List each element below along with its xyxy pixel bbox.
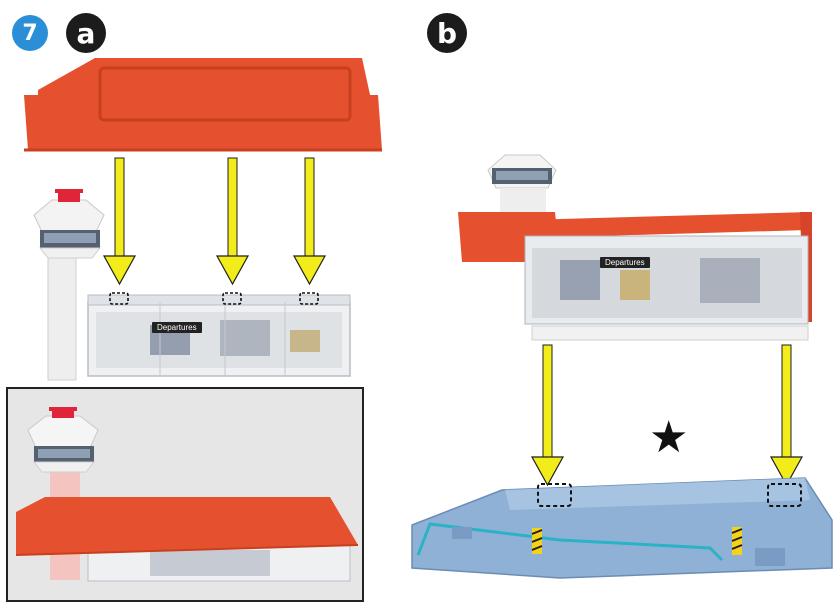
- roof-piece-a: [24, 58, 382, 152]
- stud-marker: [537, 483, 572, 507]
- arrow-down-icon: [292, 255, 327, 286]
- stud-marker: [299, 292, 319, 305]
- arrow-down-icon: [102, 255, 137, 286]
- arrow-down-icon: [530, 456, 565, 487]
- arrows-panel-b: [530, 344, 804, 487]
- control-tower-a: [33, 189, 105, 381]
- arrows-panel-a: [102, 157, 327, 286]
- arrow-down-icon: [769, 456, 804, 487]
- panel-a-label: a: [66, 13, 106, 53]
- panel-b-label: b: [427, 13, 467, 53]
- arrow-down-icon: [215, 255, 250, 286]
- base-plate-b: [411, 477, 833, 579]
- stud-marker: [109, 292, 129, 305]
- departures-sign-a: Departures: [152, 322, 202, 333]
- assembled-terminal-inset: [15, 407, 359, 582]
- stud-marker: [222, 292, 242, 305]
- roof-and-terminal-b: [458, 154, 812, 341]
- stud-marker: [767, 483, 802, 507]
- step-number-badge: 7: [12, 15, 48, 51]
- departures-sign-b: Departures: [600, 257, 650, 268]
- terminal-building-a: [87, 292, 351, 377]
- star-icon: ★: [649, 412, 689, 463]
